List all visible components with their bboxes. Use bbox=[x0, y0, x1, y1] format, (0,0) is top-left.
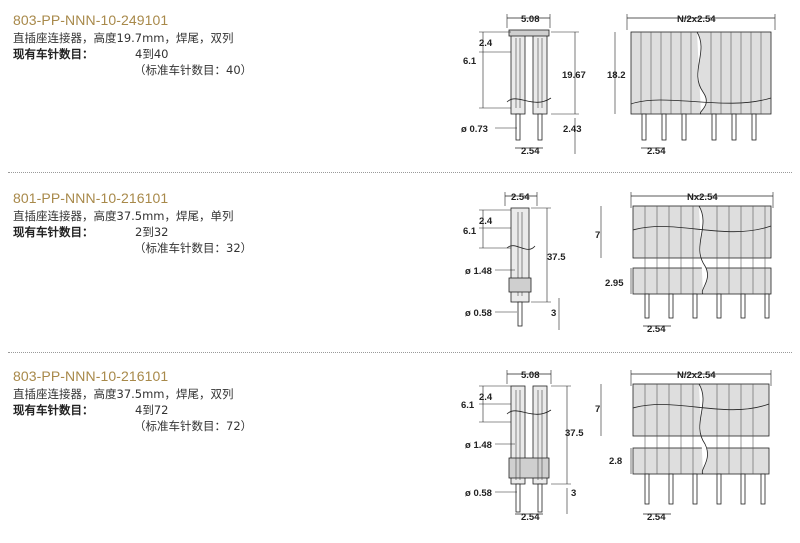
dim-diameter-2: ø 0.58 bbox=[465, 488, 492, 499]
dim-height: 37.5 bbox=[547, 252, 566, 263]
pin-count-row: 现有车针数目： 4到40 bbox=[13, 46, 168, 62]
dim-tail: 3 bbox=[551, 308, 556, 319]
dim-pitch-top: 5.08 bbox=[521, 370, 540, 381]
dim-right-h1: 7 bbox=[595, 230, 600, 241]
side-view-drawing: 5.08 6.1 2.4 19.67 2.43 ø 0.73 2.54 bbox=[461, 14, 586, 157]
product-section-3: 803-PP-NNN-10-216101 直插座连接器，高度37.5mm，焊尾，… bbox=[0, 358, 800, 538]
dim-right-pitch: 2.54 bbox=[647, 324, 666, 335]
dim-pitch-top: 2.54 bbox=[511, 192, 530, 203]
dim-diameter-2: ø 0.58 bbox=[465, 308, 492, 319]
dim-pitch-bottom: 2.54 bbox=[521, 146, 540, 157]
dim-right-h1: 7 bbox=[595, 404, 600, 415]
dim-a: 2.4 bbox=[479, 216, 493, 227]
pin-count-label: 现有车针数目： bbox=[13, 225, 94, 239]
dim-right-h2: 2.8 bbox=[609, 456, 622, 467]
pin-count-row: 现有车针数目： 2到32 bbox=[13, 224, 168, 240]
side-view-drawing: 2.54 6.1 2.4 ø 1.48 37.5 ø 0.58 3 bbox=[463, 192, 566, 330]
dim-a: 2.4 bbox=[479, 38, 493, 49]
pin-count-value: 4到40 bbox=[135, 47, 169, 61]
front-view-drawing: N/2x2.54 18.2 2.54 bbox=[607, 14, 776, 157]
dim-pitch-top: 5.08 bbox=[521, 14, 540, 25]
front-view-drawing: N/2x2.54 7 2.8 2.54 bbox=[595, 370, 772, 523]
front-view-drawing: Nx2.54 7 2.95 2.54 bbox=[595, 192, 774, 335]
dim-pitch-bottom: 2.54 bbox=[521, 512, 540, 523]
dim-b: 6.1 bbox=[461, 400, 475, 411]
dim-b: 6.1 bbox=[463, 56, 477, 67]
dim-height: 19.67 bbox=[562, 70, 586, 81]
pin-count-row: 现有车针数目： 4到72 bbox=[13, 402, 168, 418]
standard-pin-count: （标准车针数目：32） bbox=[134, 241, 253, 255]
product-description: 直插座连接器，高度19.7mm，焊尾，双列 bbox=[13, 31, 234, 45]
dim-right-h2: 2.95 bbox=[605, 278, 624, 289]
pin-count-label: 现有车针数目： bbox=[13, 47, 94, 61]
standard-pin-count: （标准车针数目：72） bbox=[134, 419, 253, 433]
standard-pin-count: （标准车针数目：40） bbox=[134, 63, 253, 77]
section-divider bbox=[8, 352, 792, 353]
pin-count-value: 4到72 bbox=[135, 403, 169, 417]
dim-width: N/2x2.54 bbox=[677, 370, 716, 381]
dim-tail: 3 bbox=[571, 488, 576, 499]
section-divider bbox=[8, 172, 792, 173]
dim-diameter-1: ø 1.48 bbox=[465, 266, 492, 277]
product-description: 直插座连接器，高度37.5mm，焊尾，单列 bbox=[13, 209, 234, 223]
product-section-2: 801-PP-NNN-10-216101 直插座连接器，高度37.5mm，焊尾，… bbox=[0, 178, 800, 348]
pin-count-value: 2到32 bbox=[135, 225, 169, 239]
dim-diameter-1: ø 1.48 bbox=[465, 440, 492, 451]
dim-a: 2.4 bbox=[479, 392, 493, 403]
dim-tail: 2.43 bbox=[563, 124, 582, 135]
dim-width: Nx2.54 bbox=[687, 192, 718, 203]
part-number: 801-PP-NNN-10-216101 bbox=[13, 190, 169, 206]
dim-right-pitch: 2.54 bbox=[647, 512, 666, 523]
dim-height: 37.5 bbox=[565, 428, 584, 439]
dim-diameter: ø 0.73 bbox=[461, 124, 488, 135]
part-number: 803-PP-NNN-10-249101 bbox=[13, 12, 169, 28]
side-view-drawing: 5.08 6.1 2.4 ø 1.48 37.5 ø 0.58 3 2.54 bbox=[461, 370, 584, 523]
pin-count-label: 现有车针数目： bbox=[13, 403, 94, 417]
dim-right-height: 18.2 bbox=[607, 70, 626, 81]
product-section-1: 803-PP-NNN-10-249101 直插座连接器，高度19.7mm，焊尾，… bbox=[0, 0, 800, 170]
product-description: 直插座连接器，高度37.5mm，焊尾，双列 bbox=[13, 387, 234, 401]
part-number: 803-PP-NNN-10-216101 bbox=[13, 368, 169, 384]
dim-b: 6.1 bbox=[463, 226, 477, 237]
dim-width: N/2x2.54 bbox=[677, 14, 716, 25]
dim-right-pitch: 2.54 bbox=[647, 146, 666, 157]
